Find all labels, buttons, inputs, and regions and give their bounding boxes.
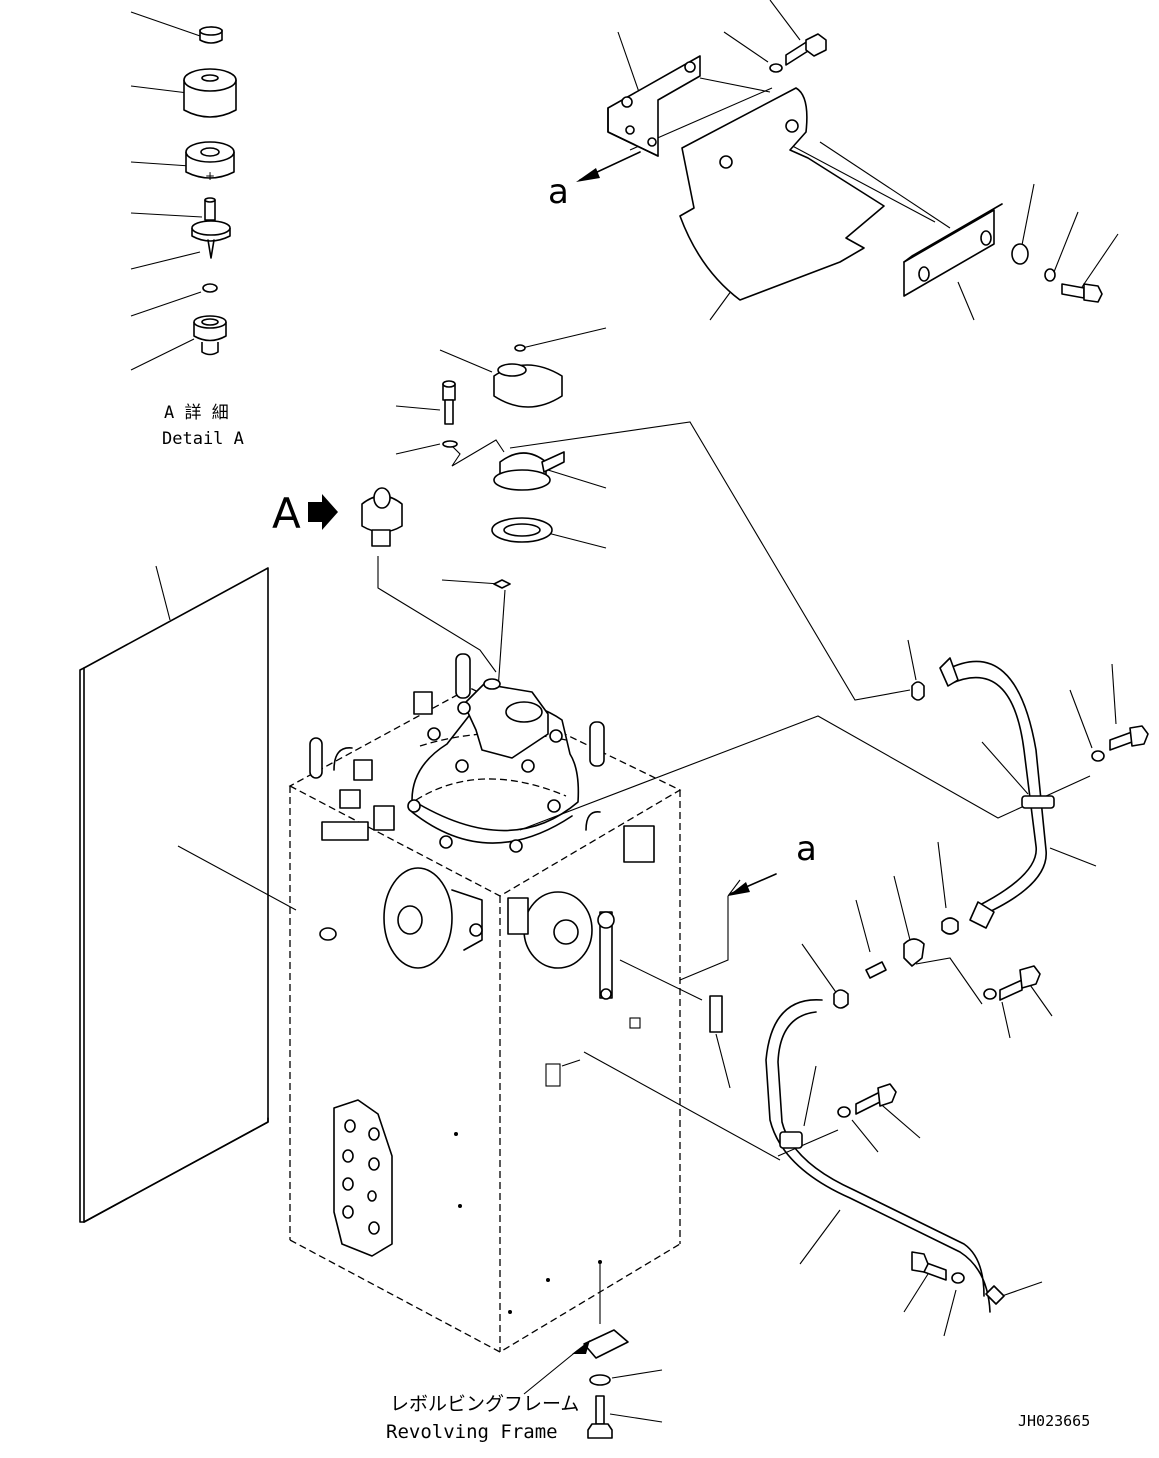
tank-dome bbox=[407, 678, 580, 853]
detail-element: + bbox=[185, 141, 235, 183]
cover-bolt-top bbox=[769, 33, 827, 73]
detail-cap-small bbox=[199, 26, 223, 44]
tank-top-fittings bbox=[309, 653, 655, 863]
svg-text:+: + bbox=[205, 169, 215, 183]
tank-port-right bbox=[507, 891, 615, 1000]
hose-lower bbox=[765, 841, 1053, 1337]
section-marker-mid: a bbox=[796, 829, 817, 869]
small-plate bbox=[493, 579, 511, 589]
filler-assembly: A bbox=[272, 327, 911, 701]
detail-label-en: Detail A bbox=[162, 429, 244, 449]
drawing-code: JH023665 bbox=[1018, 1412, 1090, 1430]
cover-plate bbox=[679, 87, 885, 301]
hydraulic-tank: a bbox=[288, 653, 817, 1353]
tank-side-plate bbox=[333, 1099, 393, 1257]
frame-label-en: Revolving Frame bbox=[386, 1421, 558, 1443]
detail-cylinder-cap bbox=[183, 68, 237, 118]
frame-label-jp: レボルビングフレーム bbox=[390, 1393, 579, 1415]
gasket bbox=[491, 517, 553, 543]
cover-bracket-right bbox=[903, 203, 1003, 297]
detail-o-ring bbox=[202, 283, 218, 293]
bottom-mount bbox=[523, 1329, 663, 1439]
detail-base-nozzle bbox=[193, 315, 227, 356]
tank-port-left bbox=[383, 867, 483, 969]
cap-screw bbox=[442, 380, 458, 448]
filler-cap bbox=[493, 344, 563, 408]
label-sticker bbox=[709, 995, 723, 1033]
cover-assembly: a bbox=[548, 0, 1119, 321]
cover-bolt-right bbox=[1011, 243, 1103, 303]
filter-element bbox=[361, 487, 403, 547]
hose-upper bbox=[519, 639, 1149, 929]
panel bbox=[79, 565, 297, 1223]
view-marker-a: A bbox=[272, 489, 301, 538]
section-marker-top: a bbox=[548, 172, 569, 212]
detail-a-parts: + A 詳 細 Detail A bbox=[130, 11, 244, 449]
detail-valve-stem bbox=[191, 197, 231, 259]
breather bbox=[493, 451, 565, 491]
detail-label-jp: A 詳 細 bbox=[164, 403, 229, 423]
cover-bracket-left bbox=[607, 55, 701, 157]
